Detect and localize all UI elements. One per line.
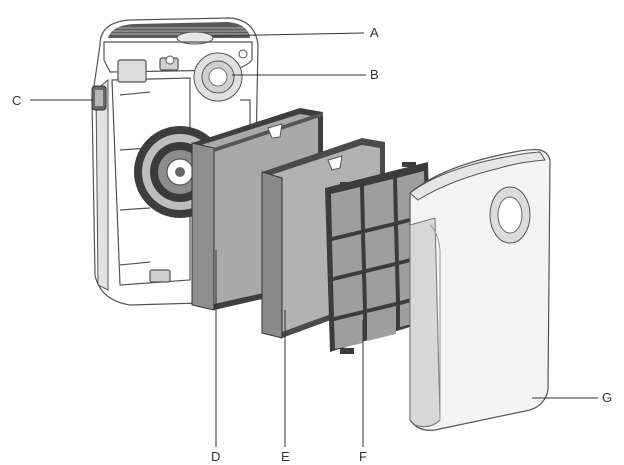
handle-inner [95, 90, 103, 106]
leader-line-a [211, 32, 365, 37]
top-grille-slots [110, 27, 248, 35]
front-cover-accent [429, 224, 441, 420]
hepa-filter-side [191, 142, 215, 311]
label-g: G [602, 390, 612, 405]
pre-filter-clip-bottom [340, 348, 354, 354]
callouts: A B C D E F G [12, 25, 612, 464]
label-a: A [370, 25, 379, 40]
label-b: B [370, 67, 379, 82]
control-dial [165, 49, 248, 102]
label-c: C [12, 93, 21, 108]
pre-filter-clip-top-right [402, 162, 416, 167]
sensor-cover [176, 31, 214, 45]
carbon-filter-tab [327, 155, 343, 171]
inner-cavity [111, 77, 191, 286]
label-f: F [359, 449, 367, 464]
front-cover [409, 148, 551, 431]
side-rail [95, 78, 109, 291]
front-cover-top-lip [409, 151, 546, 201]
upper-band [103, 41, 253, 73]
label-e: E [281, 449, 290, 464]
front-cover-side-panel [409, 217, 441, 428]
hepa-filter-tab [267, 123, 283, 139]
carbon-filter-side [261, 171, 283, 339]
pre-filter-clip-top [340, 182, 354, 187]
hepa-filter-top-edge [214, 112, 323, 152]
label-d: D [211, 449, 220, 464]
front-cover-dial-opening [489, 186, 531, 244]
